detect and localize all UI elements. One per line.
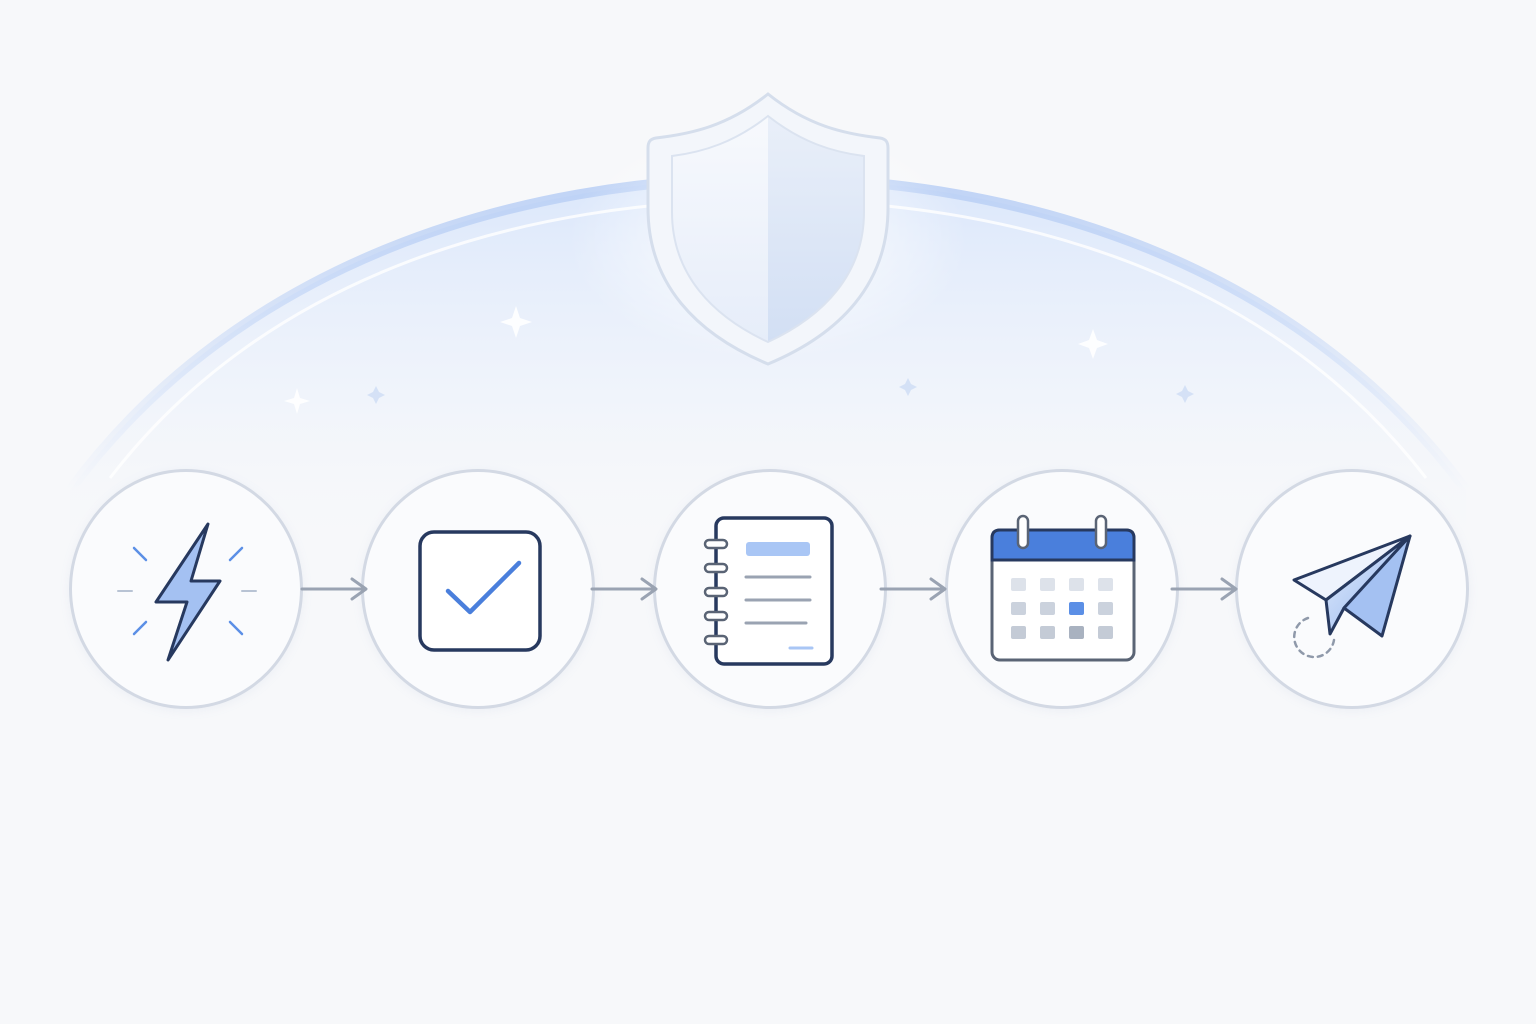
notebook-icon (703, 516, 834, 666)
step-trigger (69, 469, 303, 709)
connector-arrow-3 (879, 577, 947, 601)
sparkles (284, 306, 1108, 414)
step-schedule (945, 469, 1179, 709)
checkbox-checked-icon (418, 530, 542, 652)
connector-arrow-2 (590, 577, 658, 601)
step-document (653, 469, 887, 709)
step-send (1235, 469, 1469, 709)
connector-arrow-4 (1170, 577, 1238, 601)
paper-plane-icon (1292, 534, 1412, 659)
calendar-icon (990, 514, 1136, 662)
connector-arrow-1 (300, 577, 368, 601)
shield-icon (646, 92, 890, 366)
lightning-bolt-icon (117, 522, 257, 662)
step-confirm (361, 469, 595, 709)
